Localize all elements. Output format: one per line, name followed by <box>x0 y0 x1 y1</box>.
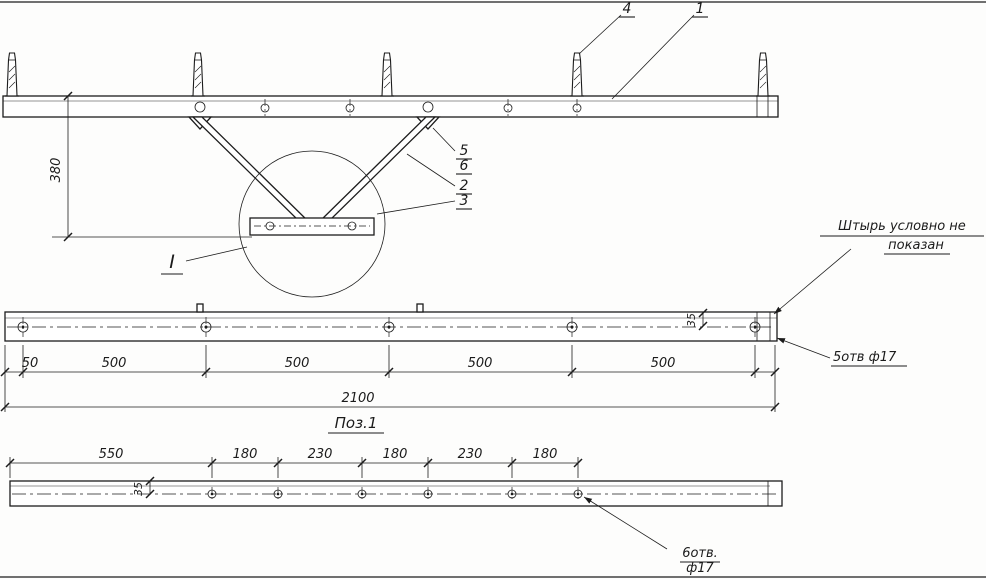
callout-2: 2 <box>460 178 469 194</box>
front-pins <box>4 52 771 97</box>
bottom-chain-dim-1: 180 <box>233 447 258 462</box>
plan-beam <box>4 311 778 342</box>
plan-chain-dim-3: 500 <box>468 356 493 371</box>
front-beam <box>2 95 779 118</box>
callout-pin: 4 <box>623 1 632 17</box>
strut-left <box>191 116 312 224</box>
pin-note: Штырь условно не показан <box>773 219 984 315</box>
bottom-dim-chain: 550 180 230 180 230 180 <box>5 447 583 478</box>
detail-circle <box>238 150 386 298</box>
bottom-view: 550 180 230 180 230 180 35 <box>5 447 783 578</box>
detail-mark-label: I <box>169 251 175 273</box>
bottom-holes-note-line2: ф17 <box>686 561 714 576</box>
pin-note-line1: Штырь условно не <box>838 219 966 234</box>
callout-6: 6 <box>460 158 469 174</box>
plan-chain-dim-2: 500 <box>285 356 310 371</box>
bottom-holes-note-line1: 6отв. <box>682 546 718 561</box>
plan-pin-marks <box>196 303 424 313</box>
bottom-beam <box>9 480 783 507</box>
callout-beam: 1 <box>696 1 705 17</box>
plan-dim-total: 2100 <box>0 391 780 412</box>
dim-380-label: 380 <box>49 158 64 183</box>
plan-holes-note: 5отв ф17 <box>776 337 907 367</box>
plan-view: 35 50 500 500 500 500 <box>0 219 984 434</box>
bottom-dim-35-label: 35 <box>132 482 145 496</box>
bottom-holes-note: 6отв. ф17 <box>583 496 720 578</box>
pin-stud <box>190 52 206 97</box>
plan-holes-note-label: 5отв ф17 <box>833 350 897 365</box>
plan-chain-dim-4: 500 <box>651 356 676 371</box>
plan-dim-total-label: 2100 <box>341 391 374 406</box>
plan-chain-dim-1: 500 <box>102 356 127 371</box>
bottom-chain-dim-0: 550 <box>99 447 124 462</box>
front-view: 380 4 1 5 6 2 3 I <box>2 1 779 298</box>
front-callout-leaders <box>185 14 695 262</box>
plan-dim-chain: 50 500 500 500 500 <box>0 345 780 412</box>
position-label: Поз.1 <box>335 414 378 432</box>
dim-380: 380 <box>49 91 252 242</box>
callout-5: 5 <box>460 143 469 159</box>
pin-stud <box>379 52 395 97</box>
pin-stud <box>755 52 771 97</box>
front-beam-holes <box>260 99 582 116</box>
bottom-chain-dim-2: 230 <box>308 447 333 462</box>
plan-dim-35: 35 <box>685 308 708 331</box>
bottom-holes <box>207 487 583 501</box>
plan-dim-35-label: 35 <box>685 313 698 327</box>
pin-stud <box>569 52 585 97</box>
bottom-chain-dim-5: 180 <box>533 447 558 462</box>
bottom-dim-35: 35 <box>132 476 155 499</box>
callout-3: 3 <box>460 193 469 209</box>
plan-chain-dim-0: 50 <box>22 356 39 371</box>
bottom-chain-dim-4: 230 <box>458 447 483 462</box>
pin-stud <box>4 52 20 97</box>
bottom-chain-dim-3: 180 <box>383 447 408 462</box>
pin-note-line2: показан <box>888 238 944 253</box>
bottom-plate <box>249 217 375 236</box>
plan-holes <box>17 317 761 337</box>
